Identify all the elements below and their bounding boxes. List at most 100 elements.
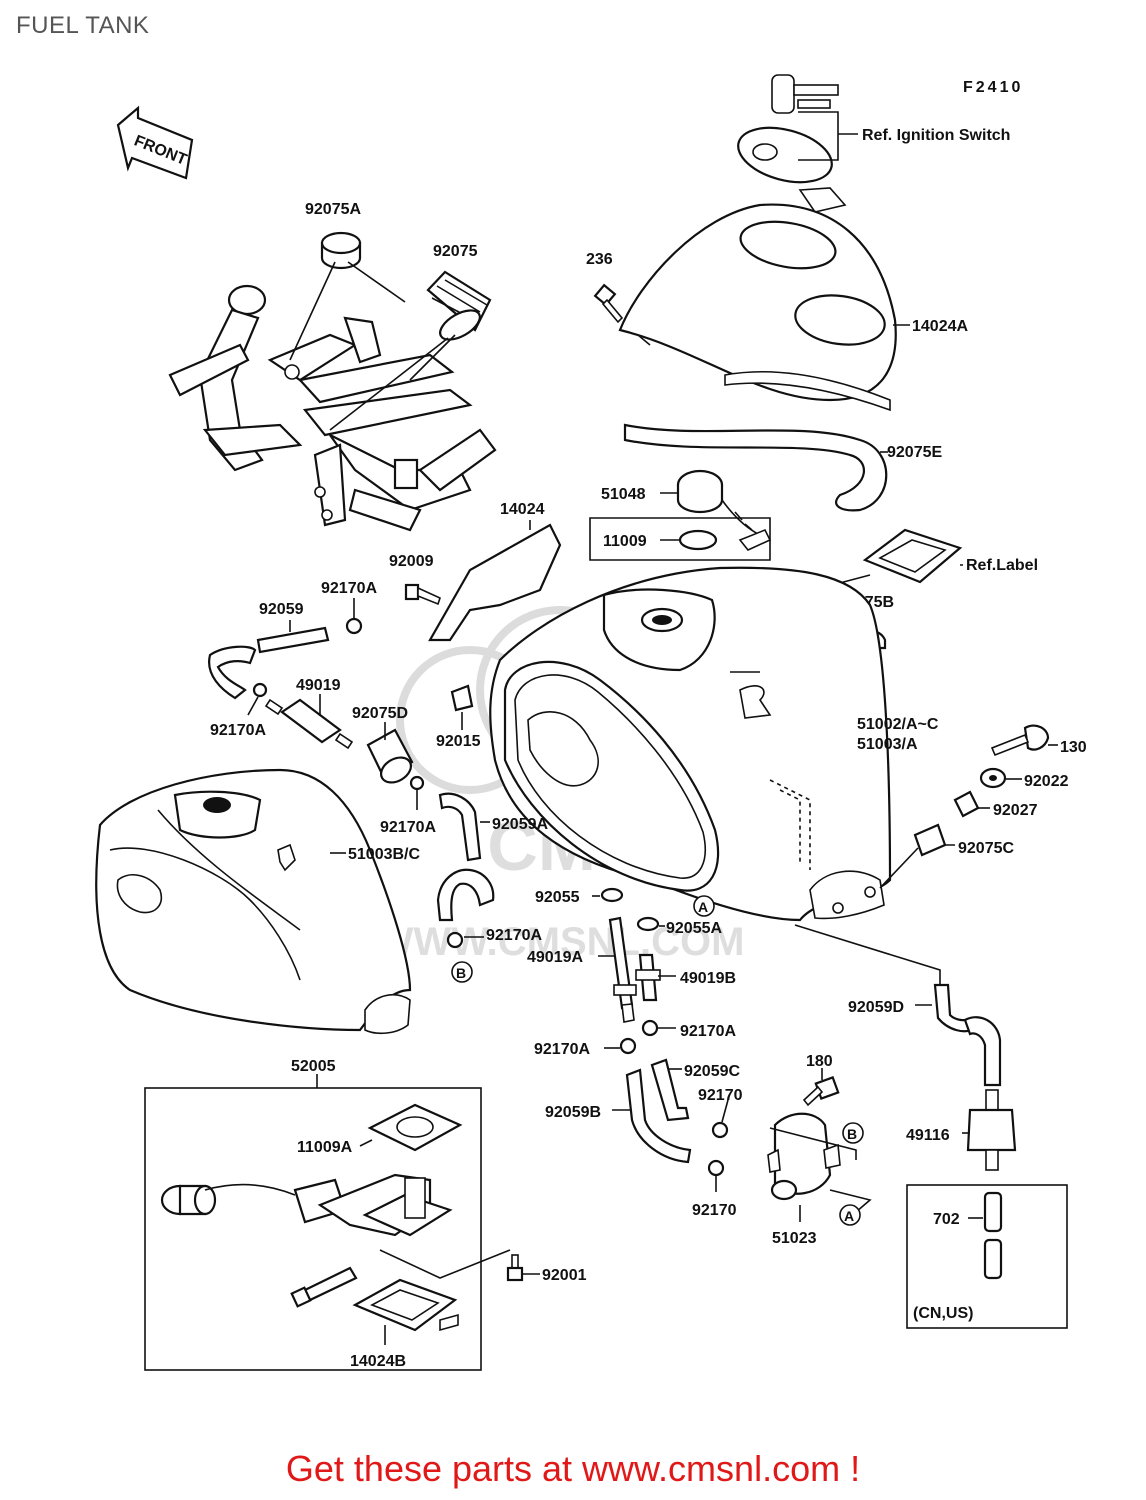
svg-text:B: B: [456, 965, 466, 981]
ref-mark-b-left: B: [451, 961, 473, 983]
label-49019: 49019: [296, 677, 341, 694]
label-180: 180: [806, 1053, 833, 1070]
damper-92075c-icon: [913, 823, 947, 857]
label-52005: 52005: [291, 1058, 336, 1075]
bolt-236-icon: [593, 283, 624, 324]
label-92059a: 92059A: [492, 816, 548, 833]
figure-code: F2410: [963, 79, 1023, 96]
collar-92027-icon: [953, 790, 980, 818]
label-49116: 49116: [906, 1127, 950, 1144]
label-92170a-6: 92170A: [534, 1041, 590, 1058]
label-14024: 14024: [500, 501, 545, 518]
clip-92170a-4-icon: [446, 931, 464, 949]
clip-92170a-2-icon: [252, 682, 268, 698]
nut-92015-icon: [450, 684, 474, 712]
label-702: 702: [933, 1211, 960, 1228]
label-49019a: 49019A: [527, 949, 583, 966]
hose-702-icon: [983, 1191, 1003, 1280]
bracket-14024-icon: [428, 523, 562, 642]
label-51048: 51048: [601, 486, 646, 503]
label-92059b: 92059B: [545, 1104, 601, 1121]
label-92075c: 92075C: [958, 840, 1014, 857]
label-92170a-3: 92170A: [380, 819, 436, 836]
clip-92170a-3-icon: [409, 775, 425, 791]
leader-92075a: [289, 261, 406, 361]
label-92059: 92059: [259, 601, 304, 618]
label-92170-2: 92170: [692, 1202, 737, 1219]
svg-text:B: B: [847, 1126, 857, 1142]
hose-92059-icon: [208, 626, 330, 700]
page-title: FUEL TANK: [16, 12, 150, 39]
fuel-tap-51023-icon: [767, 1112, 841, 1201]
ref-mark-a-tank: A: [693, 895, 715, 917]
screw-92001-icon: [506, 1254, 524, 1282]
leader-ref-ignition: [798, 111, 858, 161]
gasket-11009a-icon: [367, 1103, 463, 1152]
frame-icon: [168, 284, 497, 532]
clip-92170a-1-icon: [345, 617, 363, 635]
fuel-level-sender-icon: [160, 1173, 453, 1237]
label-ref-label: Ref.Label: [966, 557, 1038, 574]
label-92075: 92075: [433, 243, 478, 260]
leader-tank-to-92059d: [794, 924, 941, 990]
label-92059d: 92059D: [848, 999, 904, 1016]
ref-mark-b-tap: B: [842, 1122, 864, 1144]
gasket-11009-icon: [678, 529, 718, 551]
label-51003a: 51003/A: [857, 736, 918, 753]
label-49019b: 49019B: [680, 970, 736, 987]
label-14024a: 14024A: [912, 318, 968, 335]
ignition-switch-icon: [737, 74, 847, 213]
label-92075d: 92075D: [352, 705, 408, 722]
fuel-tank-51003bc-icon: [95, 768, 412, 1035]
label-92059c: 92059C: [684, 1063, 740, 1080]
label-92055: 92055: [535, 889, 580, 906]
label-92170a-4: 92170A: [486, 927, 542, 944]
tank-cover-14024a-icon: [618, 203, 897, 412]
label-130: 130: [1060, 739, 1087, 756]
label-92027: 92027: [993, 802, 1038, 819]
strip-92075e-icon: [623, 423, 888, 512]
washer-92022-icon: [979, 767, 1007, 789]
fuel-tank-51002-icon: [489, 566, 892, 922]
hose-92059c-icon: [650, 1058, 690, 1122]
label-92170-1: 92170: [698, 1087, 743, 1104]
label-92170a-5: 92170A: [680, 1023, 736, 1040]
leader-92170a-2: [247, 696, 259, 716]
ref-label-plate-icon: [862, 528, 963, 584]
hose-92059b-icon: [625, 1068, 692, 1164]
hose-92059a-icon: [436, 792, 495, 922]
bolt-130-icon: [990, 724, 1050, 757]
cover-14024b-icon: [352, 1278, 459, 1332]
label-51003bc: 51003B/C: [348, 846, 420, 863]
drain-screw-icon: [290, 1266, 358, 1308]
label-51023: 51023: [772, 1230, 817, 1247]
label-11009a: 11009A: [297, 1139, 353, 1156]
label-236: 236: [586, 251, 613, 268]
leader-92001: [379, 1249, 540, 1279]
clip-92170a-5-icon: [641, 1019, 659, 1037]
svg-text:A: A: [698, 899, 708, 915]
oring-92055a-icon: [636, 916, 660, 932]
bolt-180-icon: [802, 1075, 840, 1107]
clip-92170-2-icon: [707, 1159, 725, 1177]
label-51002: 51002/A~C: [857, 716, 939, 733]
fuel-cap-51048-icon: [676, 469, 772, 551]
label-11009: 11009: [603, 533, 647, 550]
watermark-text: WWW.CMSNL.COM: [376, 920, 745, 964]
filter-49116-icon: [966, 1089, 1017, 1171]
clip-92170-1-icon: [711, 1121, 729, 1139]
box-52005: [144, 1087, 482, 1371]
bolt-92009-icon: [404, 583, 441, 606]
label-14024b: 14024B: [350, 1353, 406, 1370]
leader-92075: [329, 334, 456, 431]
damper-92075a-icon: [320, 231, 362, 270]
label-92009: 92009: [389, 553, 434, 570]
label-92015: 92015: [436, 733, 481, 750]
hose-92059d-icon: [933, 983, 1002, 1087]
footer-cmsnl-link[interactable]: Get these parts at www.cmsnl.com !: [285, 1448, 861, 1489]
leader-49019ab: [598, 955, 676, 977]
damper-92075d-icon: [366, 728, 414, 784]
clip-92170a-6-icon: [619, 1037, 637, 1055]
label-92170a-2: 92170A: [210, 722, 266, 739]
